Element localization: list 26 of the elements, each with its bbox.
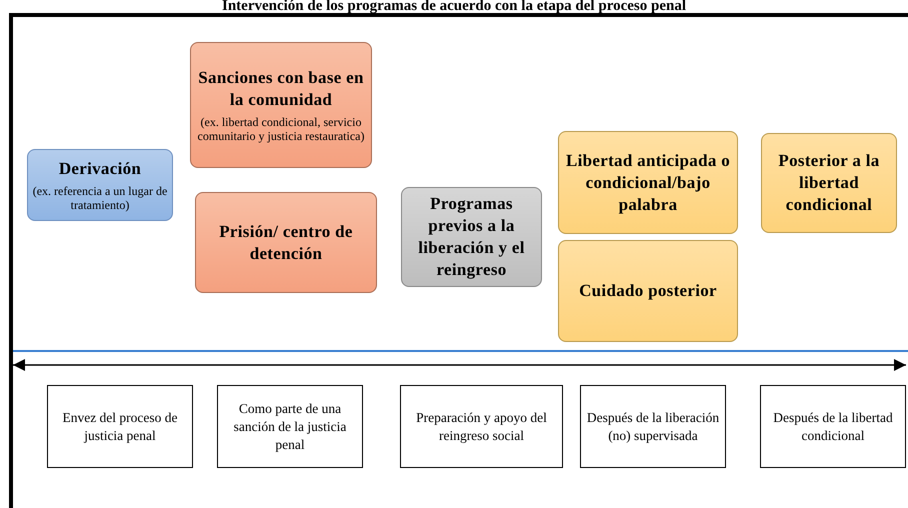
stage-text: Como parte de una sanción de la justicia penal	[232, 400, 348, 454]
stage-box	[47, 385, 193, 468]
program-title: Derivación	[58, 158, 142, 180]
program-box	[27, 149, 173, 221]
program-box	[558, 131, 738, 234]
stage-box	[400, 385, 563, 468]
program-box	[195, 192, 377, 293]
stage-text: Después de la libertad condicional	[772, 408, 894, 444]
stage-text: Después de la liberación (no) supervisada	[586, 408, 720, 444]
program-example: (ex. libertad condicional, servicio comunitario y justicia restauratica)	[196, 115, 366, 143]
stage-text: Preparación y apoyo del reingreso social	[415, 408, 548, 444]
program-example: (ex. referencia a un lugar de tratamiento)	[32, 184, 168, 212]
program-box	[558, 240, 738, 342]
program-title: Sanciones con base en la comunidad	[197, 67, 365, 111]
stage-text: Envez del proceso de justicia penal	[61, 408, 179, 444]
program-title: Prisión/ centro de detención	[218, 220, 354, 264]
program-box	[761, 133, 897, 233]
program-title: Libertad anticipada o condicional/bajo palabra	[564, 150, 732, 216]
stage-box	[217, 385, 363, 468]
program-title: Posterior a la libertad condicional	[777, 150, 881, 216]
stage-box	[580, 385, 726, 468]
program-title: Cuidado posterior	[579, 280, 717, 302]
program-box	[190, 42, 372, 168]
program-box	[401, 187, 542, 287]
stage-box	[760, 385, 906, 468]
program-title: Programas previos a la liberación y el reingreso	[417, 193, 526, 281]
